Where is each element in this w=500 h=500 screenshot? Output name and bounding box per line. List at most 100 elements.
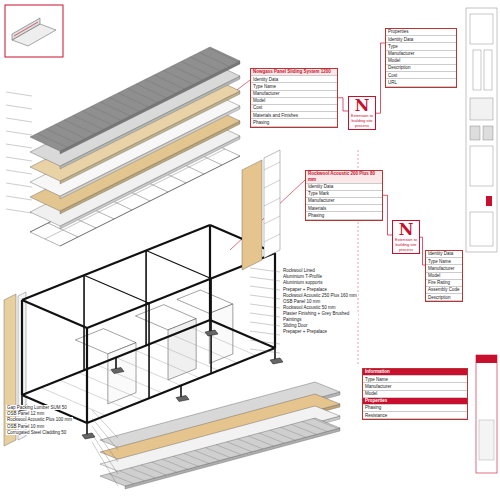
rib	[208, 48, 238, 62]
leader-line	[92, 442, 118, 486]
rib	[82, 111, 112, 125]
steel-post	[83, 275, 85, 370]
property-row: Phasing	[306, 212, 382, 219]
rib	[216, 445, 241, 455]
rib	[270, 430, 295, 440]
rib	[291, 424, 316, 434]
property-row: Phasing	[251, 119, 337, 126]
wall-panel	[264, 150, 280, 258]
link-icon-box: NExtension to building site process	[392, 220, 420, 254]
leg	[209, 320, 211, 332]
property-row: Identity Data	[386, 36, 456, 43]
property-row: Manufacturer	[251, 91, 337, 98]
property-row: Manufacturer	[363, 383, 467, 390]
rib	[227, 442, 252, 452]
connector-line	[376, 43, 385, 113]
building-layer	[30, 47, 240, 151]
rib	[238, 439, 263, 449]
floor-joist	[41, 388, 106, 416]
floor-joist	[78, 373, 143, 401]
part-label: OSB Panel 10 mm	[6, 424, 45, 429]
rib	[190, 57, 220, 71]
property-row: Model	[251, 98, 337, 105]
part-label: OSB Panel 12 mm	[6, 411, 45, 416]
rib	[118, 93, 148, 107]
drawing-sheet	[466, 8, 497, 252]
leader-line	[250, 295, 280, 299]
rib	[313, 419, 338, 429]
part-label: Plaster Finishing + Grey Brushed Paintin…	[282, 311, 358, 321]
leader-line	[250, 286, 280, 290]
leader-line	[250, 340, 280, 344]
rib	[64, 120, 94, 134]
rib	[205, 448, 230, 458]
rib	[302, 421, 327, 431]
rib	[55, 124, 85, 138]
icon-letter: N	[349, 97, 375, 114]
property-panel: InformationType NameManufacturerModelPro…	[362, 368, 468, 420]
rib	[281, 427, 306, 437]
rib	[152, 462, 177, 472]
steel-frame	[22, 300, 87, 328]
leader-line	[92, 418, 118, 450]
leader-line	[250, 268, 280, 272]
detail-drawing	[470, 126, 480, 140]
property-row: Cost	[251, 105, 337, 112]
leader-line	[250, 277, 280, 281]
detail-drawing	[483, 126, 493, 140]
panel-heading: Properties	[386, 29, 456, 36]
layer-edge	[125, 428, 340, 489]
floor-joist	[135, 350, 200, 378]
red-marker	[486, 196, 492, 206]
thumbnail-line	[14, 22, 38, 36]
icon-letter: N	[393, 221, 419, 238]
part-label: Rockwool Acoustic 250 Plus 160 mm	[282, 293, 358, 298]
property-panel: Identity DataType NameManufacturerModelF…	[425, 250, 463, 302]
panel-grid	[264, 162, 280, 170]
leader-line	[6, 183, 32, 187]
foot	[205, 330, 218, 336]
leader-line	[250, 331, 280, 335]
floor-joist	[210, 320, 275, 348]
panel-heading: Nowgass Panel Sliding System 1200	[251, 69, 337, 76]
property-row: Cost	[386, 72, 456, 79]
panel-grid	[264, 180, 280, 188]
rib	[199, 52, 229, 66]
leader-line	[6, 105, 32, 109]
rib	[154, 75, 184, 89]
floor-joist	[154, 343, 219, 371]
leg	[86, 423, 88, 435]
rib	[195, 450, 220, 460]
property-panel: Nowgass Panel Sliding System 1200Identit…	[250, 68, 338, 128]
leg	[274, 348, 276, 360]
rib	[248, 436, 273, 446]
property-row: Phasing	[363, 405, 467, 412]
rib	[109, 474, 134, 484]
property-row: Materials	[306, 205, 382, 212]
steel-post	[145, 251, 147, 346]
connector-line	[383, 195, 392, 235]
leg	[180, 386, 182, 398]
detail-drawing	[470, 146, 493, 186]
leader-line	[250, 349, 280, 353]
property-row: Type Name	[251, 83, 337, 90]
part-label: Aluminium supports	[282, 280, 324, 285]
leg	[115, 358, 117, 370]
panel-heading: Rockwool Acoustic 200 Plus 80 mm	[306, 171, 382, 184]
property-row: Properties	[363, 398, 467, 405]
part-label: Prepaper + Prepalace	[282, 329, 328, 334]
steel-post	[148, 303, 150, 398]
foot	[270, 358, 283, 364]
leader-line	[250, 304, 280, 308]
property-row: Description	[386, 65, 456, 72]
rib	[181, 61, 211, 75]
property-panel: PropertiesIdentity DataTypeManufacturerM…	[385, 28, 457, 88]
connector-line	[338, 98, 348, 111]
icon-caption: Extension to building site process	[393, 238, 419, 253]
panel-grid	[264, 198, 280, 206]
leader-line	[92, 426, 118, 462]
leader-line	[92, 434, 118, 474]
leader-line	[6, 92, 32, 96]
rib	[127, 88, 157, 102]
